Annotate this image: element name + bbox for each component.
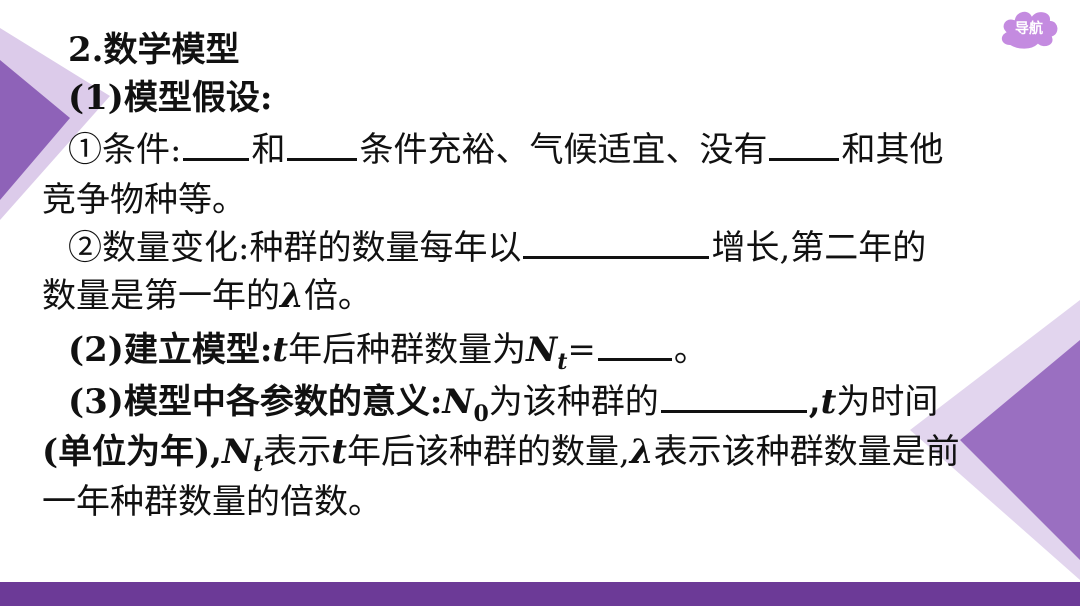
t-symbol: t	[272, 330, 289, 370]
blank-2[interactable]	[287, 157, 358, 161]
text: 倍。	[303, 276, 372, 316]
section-title: 2.数学模型	[68, 30, 240, 70]
blank-3[interactable]	[769, 157, 840, 161]
text: (2)建立模型:	[68, 330, 273, 370]
text: 为时间	[836, 382, 939, 422]
main-content: 2.数学模型 (1)模型假设: ①条件: 和 条件充裕、气候适宜、没有 和其他 竞争物…	[42, 30, 960, 522]
text: 增长,第二年的	[711, 228, 927, 268]
line-build-model: (2)建立模型:t年后种群数量为Nt=。	[68, 326, 708, 374]
text: (3)模型中各参数的意义:	[68, 382, 443, 422]
line-conditions: ①条件: 和 条件充裕、气候适宜、没有 和其他	[68, 126, 943, 174]
t-symbol: t	[331, 432, 347, 472]
line-multiple: 一年种群数量的倍数。	[42, 482, 382, 522]
left-triangle-dark	[0, 60, 70, 200]
text: 和其他	[841, 130, 944, 170]
blank-4[interactable]	[523, 255, 710, 259]
text: 为该种群的	[488, 382, 659, 422]
N-symbol: N	[526, 330, 558, 370]
text: ②数量变化:种群的数量每年以	[68, 228, 522, 268]
line-lambda: 数量是第一年的λ倍。	[42, 272, 372, 320]
text: 数量是第一年的	[42, 276, 280, 316]
lambda-symbol: λ	[280, 276, 304, 316]
subscript: t	[557, 348, 568, 375]
text: (1)模型假设:	[68, 78, 273, 118]
text: 。	[673, 330, 708, 370]
text: ,	[808, 382, 821, 422]
bottom-bar	[0, 582, 1080, 606]
text: 条件充裕、气候适宜、没有	[359, 130, 768, 170]
blank-6[interactable]	[660, 409, 807, 413]
nav-button[interactable]: 导航	[996, 6, 1062, 52]
N-symbol: N	[222, 432, 254, 472]
t-symbol: t	[820, 382, 837, 422]
text: 和	[251, 130, 286, 170]
text: 年后种群数量为	[288, 330, 527, 370]
subscript: 0	[473, 400, 489, 427]
line-model-assumption: (1)模型假设:	[68, 74, 272, 122]
blank-1[interactable]	[183, 157, 250, 161]
blank-5[interactable]	[597, 357, 672, 361]
text: 表示	[263, 432, 332, 472]
text: (单位为年),	[42, 432, 223, 472]
N-symbol: N	[442, 382, 474, 422]
line-quantity-change: ②数量变化:种群的数量每年以 增长,第二年的	[68, 224, 926, 272]
subscript: t	[253, 450, 264, 477]
text: ①条件:	[68, 130, 182, 170]
cloud-icon	[999, 9, 1060, 51]
right-triangle-dark	[960, 340, 1080, 560]
text: 年后该种群的数量,	[346, 432, 630, 472]
nav-label: 导航	[1015, 21, 1043, 37]
text: 表示该种群数量是前	[653, 432, 960, 472]
lambda-symbol: λ	[629, 432, 654, 472]
text: =	[567, 330, 596, 370]
line-time-unit: (单位为年),Nt表示t年后该种群的数量,λ表示该种群数量是前	[42, 428, 960, 476]
line-parameters: (3)模型中各参数的意义:N0为该种群的,t为时间	[68, 378, 938, 426]
line-competitors: 竞争物种等。	[42, 180, 246, 220]
